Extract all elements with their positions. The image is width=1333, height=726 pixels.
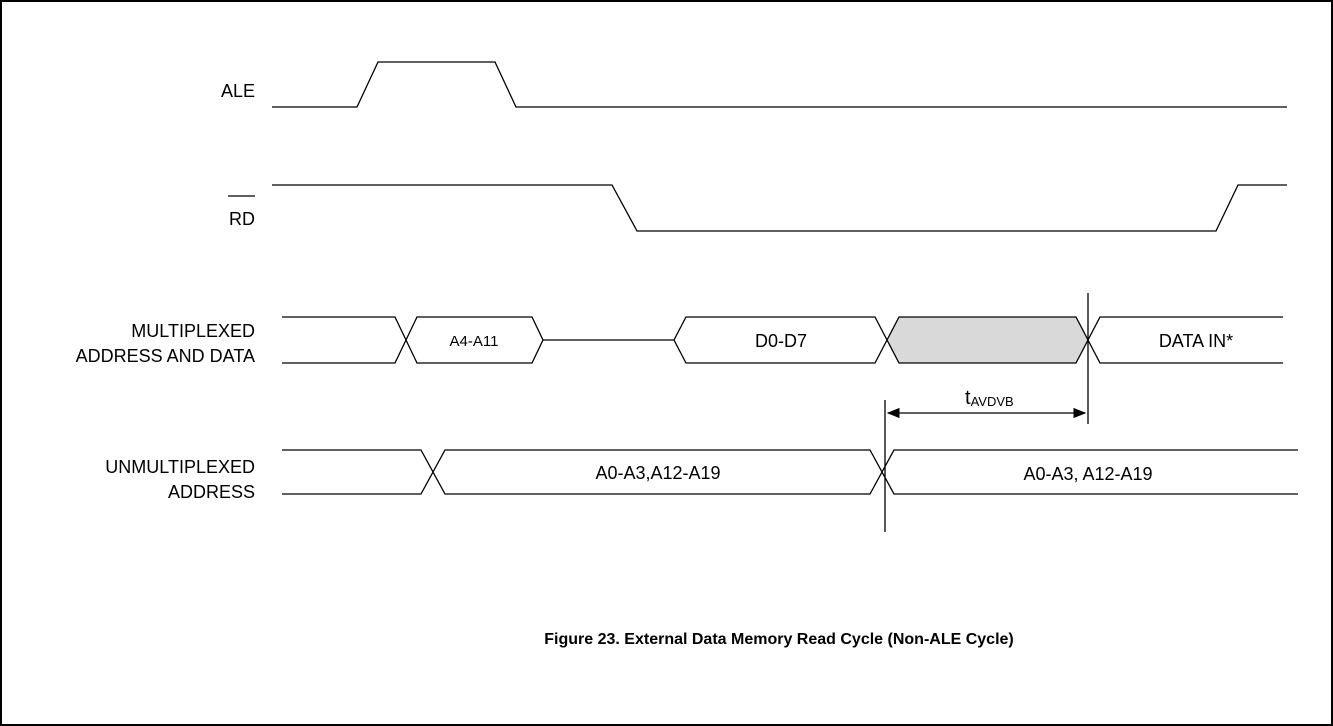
timing-parameter-main: t bbox=[965, 387, 971, 409]
mux-segment-a4-a11-label: A4-A11 bbox=[450, 333, 499, 350]
mux-label-line1: MULTIPLEXED bbox=[131, 321, 255, 341]
unmux-label-line2: ADDRESS bbox=[168, 482, 255, 502]
mux-invalid-region bbox=[886, 316, 1089, 364]
timing-parameter-subscript: AVDVB bbox=[971, 394, 1014, 409]
timing-parameter-label: tAVDVB bbox=[965, 387, 1014, 409]
mux-segment-data-in-label: DATA IN* bbox=[1159, 331, 1233, 351]
rd-waveform bbox=[272, 184, 1287, 232]
figure-caption: Figure 23. External Data Memory Read Cyc… bbox=[544, 631, 1013, 648]
unmux-segment-first-label: A0-A3,A12-A19 bbox=[595, 463, 720, 483]
rd-label: RD bbox=[229, 209, 255, 229]
unmux-segment-second-label: A0-A3, A12-A19 bbox=[1023, 464, 1152, 484]
mux-segment-d0-d7-label: D0-D7 bbox=[755, 331, 807, 351]
mux-label-line2: ADDRESS AND DATA bbox=[76, 346, 255, 366]
ale-waveform bbox=[272, 61, 1287, 108]
ale-label: ALE bbox=[221, 81, 255, 101]
unmux-segment-second bbox=[881, 449, 1298, 495]
unmux-label-line1: UNMULTIPLEXED bbox=[105, 457, 255, 477]
